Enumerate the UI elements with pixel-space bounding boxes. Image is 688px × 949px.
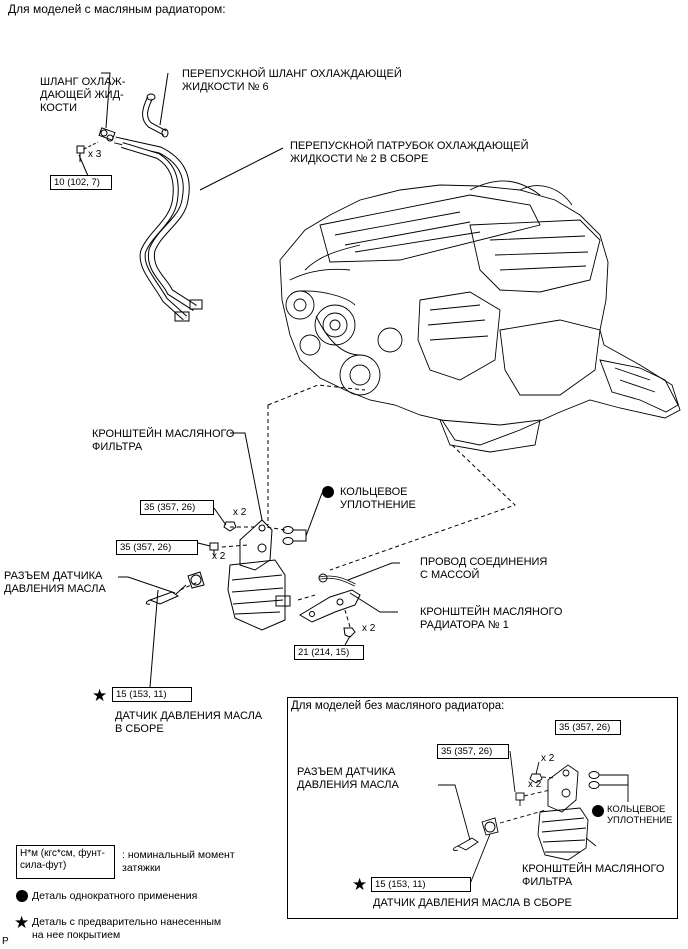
multiplier-x2-bolt: x 2: [233, 507, 247, 518]
inset-drawing: [438, 750, 629, 885]
multiplier-x2-nut: x 2: [362, 623, 376, 634]
dashed-leaders: [179, 384, 516, 628]
label-coolant-hose: ШЛАНГ ОХЛАЖ- ДАЮЩЕЙ ЖИД- КОСТИ: [40, 76, 126, 114]
precoated-star-icon: ★: [92, 686, 108, 705]
page-title: Для моделей с масляным радиатором:: [8, 2, 226, 16]
o-rings-drawing: [282, 492, 323, 545]
engine-drawing: [279, 180, 681, 453]
bypass-hose-6-drawing: [142, 93, 169, 138]
legend-dot-icon: [16, 890, 28, 902]
inset-torque-box-35-left: 35 (357, 26): [437, 744, 509, 759]
torque-box-15: 15 (153, 11): [112, 687, 192, 702]
torque-box-10: 10 (102, 7): [50, 175, 112, 190]
label-ground-wire: ПРОВОД СОЕДИНЕНИЯ С МАССОЙ: [420, 556, 548, 581]
inset-multiplier-x2-lower: x 2: [528, 779, 542, 790]
footer-mark: P: [2, 936, 9, 947]
legend-unit-description: : номинальный момент затяжки: [122, 849, 235, 874]
ground-wire-drawing: [318, 573, 356, 587]
legend-unit-box: Н*м (кгс*см, фунт- сила-фут): [16, 845, 115, 879]
inset-label-o-ring: КОЛЬЦЕВОЕ УПЛОТНЕНИЕ: [607, 804, 673, 826]
coolant-hose-fitting-drawing: [98, 127, 116, 141]
legend-non-reusable: Деталь однократного применения: [32, 890, 198, 902]
bracket-bolts-drawing: [209, 521, 237, 556]
torque-box-35-lower: 35 (357, 26): [116, 540, 198, 555]
inset-panel: Для моделей без масляного радиатора:: [287, 697, 678, 919]
inset-non-reusable-dot-icon: [592, 805, 604, 817]
inset-multiplier-x2-upper: x 2: [541, 753, 555, 764]
torque-box-21: 21 (214, 15): [294, 645, 364, 660]
inset-torque-box-35-right: 35 (357, 26): [555, 720, 621, 735]
oil-cooler-bracket-1-drawing: [299, 589, 361, 623]
inset-label-pressure-sensor: ДАТЧИК ДАВЛЕНИЯ МАСЛА В СБОРЕ: [373, 897, 572, 909]
torque-box-35-upper: 35 (357, 26): [140, 500, 214, 515]
oil-filter-bracket-drawing: [227, 519, 291, 631]
non-reusable-dot-icon: [322, 486, 334, 498]
nut-x2-drawing: [343, 627, 356, 638]
inset-title: Для моделей без масляного радиатора:: [291, 700, 505, 712]
inset-precoated-star-icon: ★: [352, 875, 368, 894]
oil-pressure-sensor-drawing: [145, 571, 205, 605]
label-bypass-hose-6: ПЕРЕПУСКНОЙ ШЛАНГ ОХЛАЖДАЮЩЕЙ ЖИДКОСТИ №…: [182, 68, 402, 93]
multiplier-x2-bolt-lower: x 2: [212, 551, 226, 562]
label-o-ring: КОЛЬЦЕВОЕ УПЛОТНЕНИЕ: [340, 486, 416, 511]
label-oil-pressure-sensor: ДАТЧИК ДАВЛЕНИЯ МАСЛА В СБОРЕ: [115, 710, 263, 735]
inset-torque-box-15: 15 (153, 11): [371, 877, 471, 892]
label-bypass-pipe-2: ПЕРЕПУСКНОЙ ПАТРУБОК ОХЛАЖДАЮЩЕЙ ЖИДКОСТ…: [290, 140, 529, 165]
label-pressure-connector: РАЗЪЕМ ДАТЧИКА ДАВЛЕНИЯ МАСЛА: [4, 570, 106, 595]
label-oil-filter-bracket: КРОНШТЕЙН МАСЛЯНОГО ФИЛЬТРА: [92, 428, 235, 453]
legend-precoated: Деталь с предварительно нанесенным на не…: [32, 916, 222, 941]
inset-label-filter-bracket: КРОНШТЕЙН МАСЛЯНОГО ФИЛЬТРА: [522, 863, 665, 888]
multiplier-x3: x 3: [88, 149, 102, 160]
inset-label-pressure-connector: РАЗЪЕМ ДАТЧИКА ДАВЛЕНИЯ МАСЛА: [297, 766, 399, 791]
legend-star-icon: ★: [14, 913, 30, 932]
bypass-pipe-2-drawing: [106, 134, 203, 322]
label-oil-cooler-bracket-1: КРОНШТЕЙН МАСЛЯНОГО РАДИАТОРА № 1: [420, 606, 563, 631]
leader-lines: [78, 72, 400, 688]
